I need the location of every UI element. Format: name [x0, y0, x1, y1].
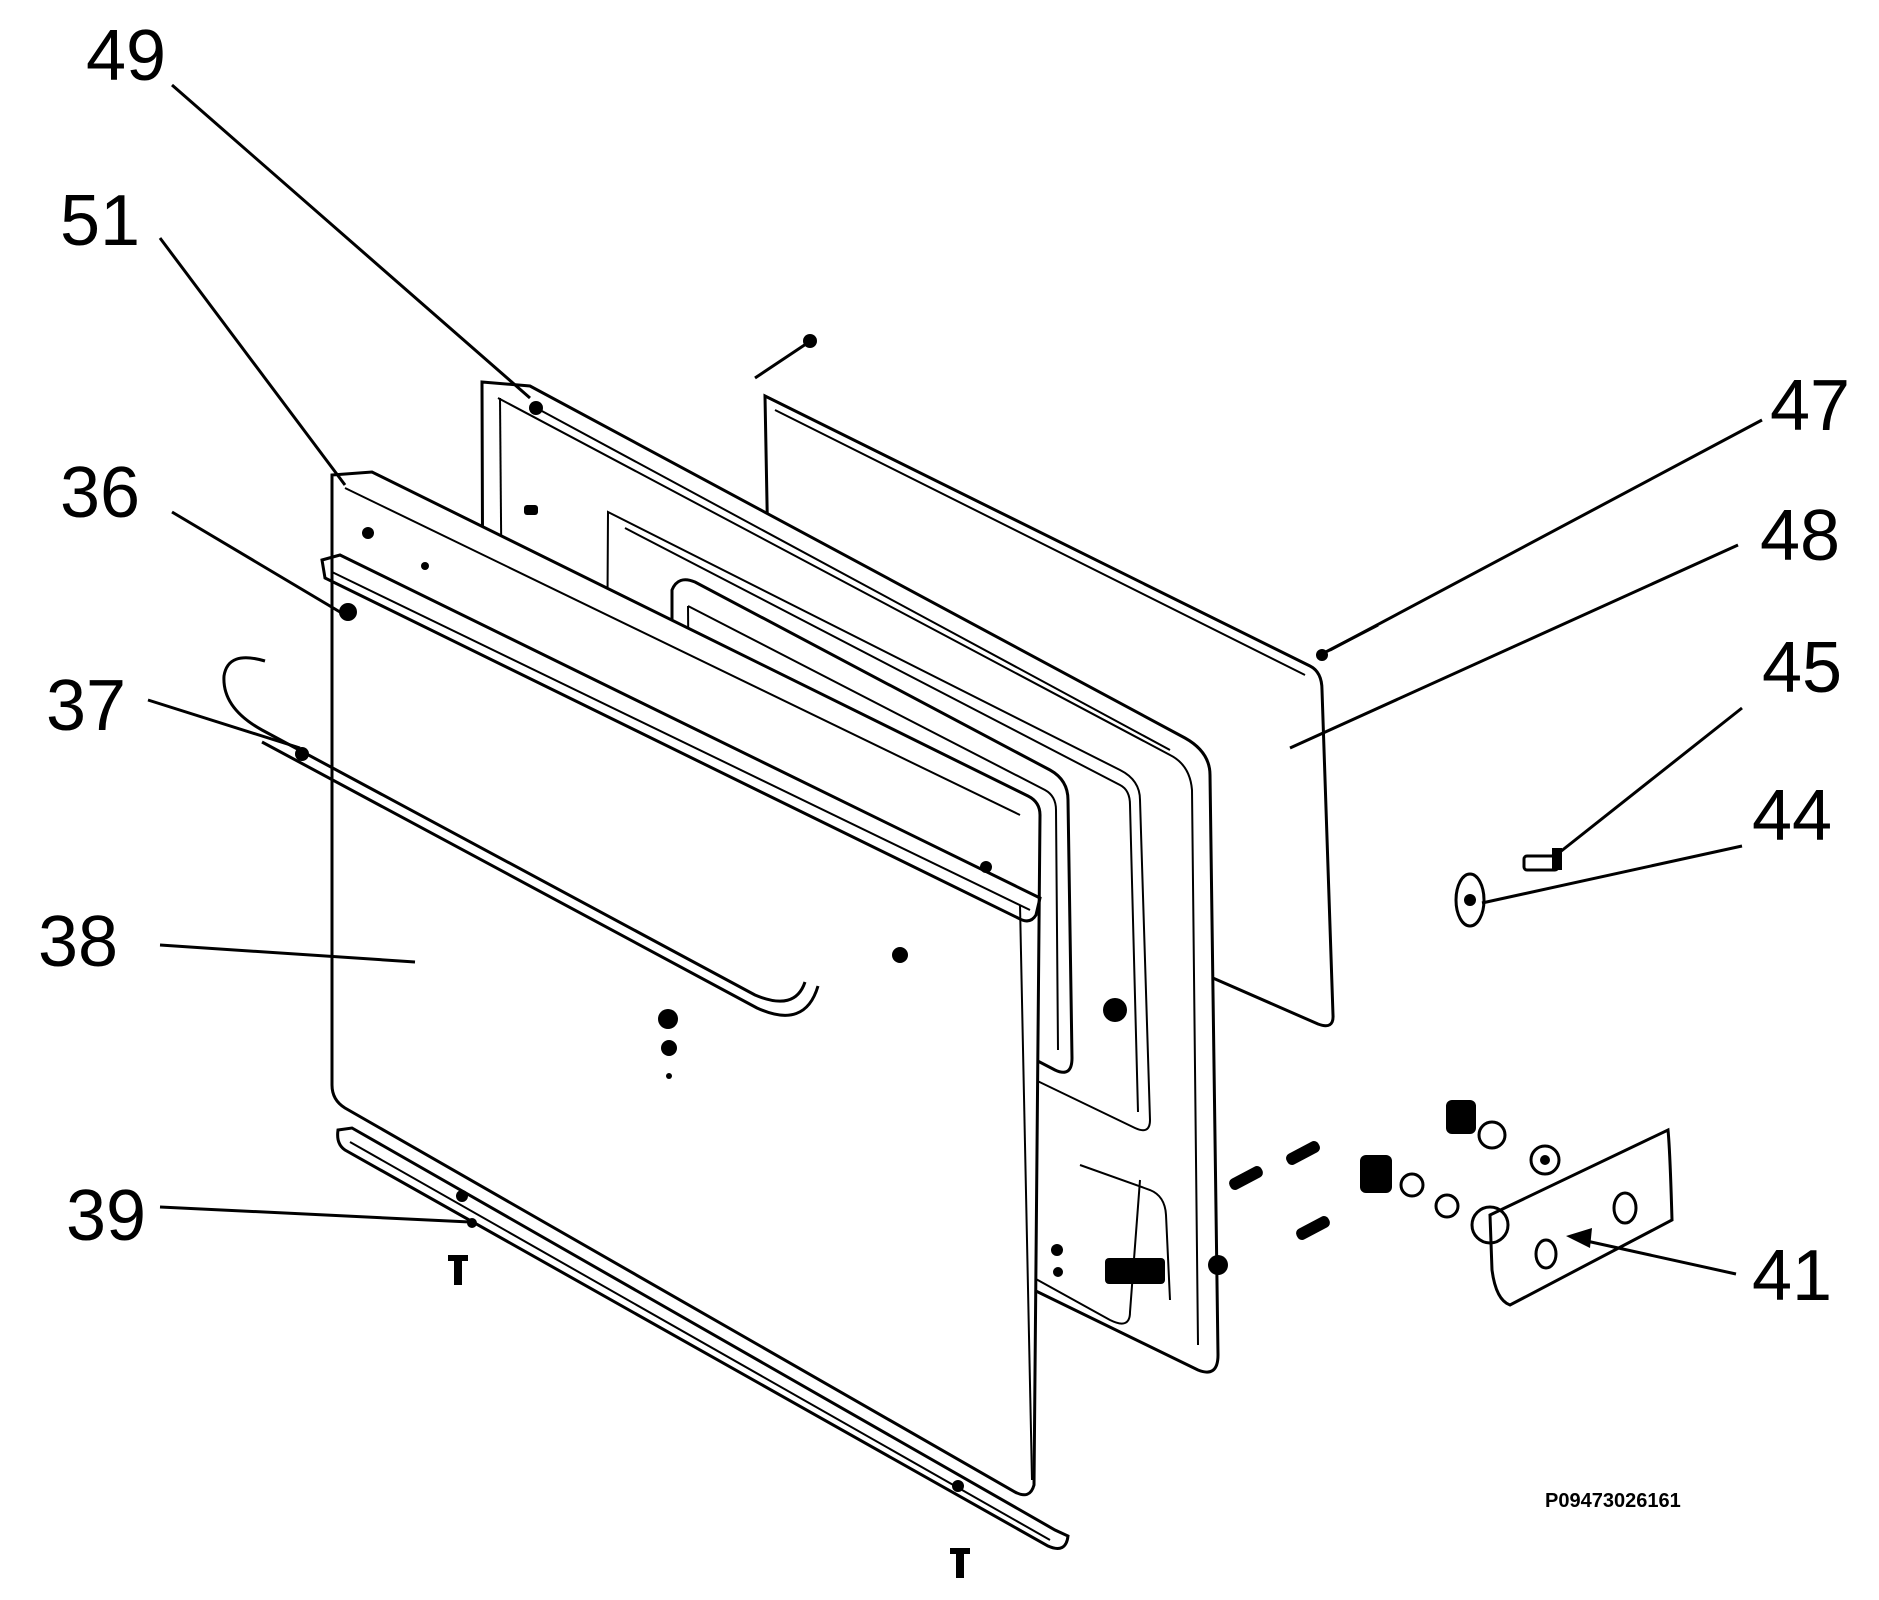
- callout-labels: 49 51 36 37 38 39 47 48 45 44 41 P094730…: [38, 16, 1850, 1512]
- hinge-assembly: [1360, 848, 1674, 1307]
- leader-lines: [147, 83, 1763, 1276]
- front-outer-panel: [320, 470, 1042, 1497]
- callout-36: 36: [60, 453, 140, 533]
- drawing-code: P09473026161: [1545, 1490, 1681, 1512]
- callout-39: 39: [66, 1176, 146, 1256]
- callout-45: 45: [1762, 628, 1842, 708]
- callout-41: 41: [1752, 1236, 1832, 1316]
- callout-37: 37: [46, 666, 126, 746]
- callout-44: 44: [1752, 776, 1832, 856]
- door-handle: [222, 656, 820, 1017]
- callout-49: 49: [86, 16, 166, 96]
- callout-48: 48: [1760, 496, 1840, 576]
- callout-38: 38: [38, 902, 118, 982]
- screws: [754, 334, 1379, 1240]
- callout-51: 51: [60, 181, 140, 261]
- callout-47: 47: [1770, 366, 1850, 446]
- bottom-trim-strip: [336, 1126, 1070, 1578]
